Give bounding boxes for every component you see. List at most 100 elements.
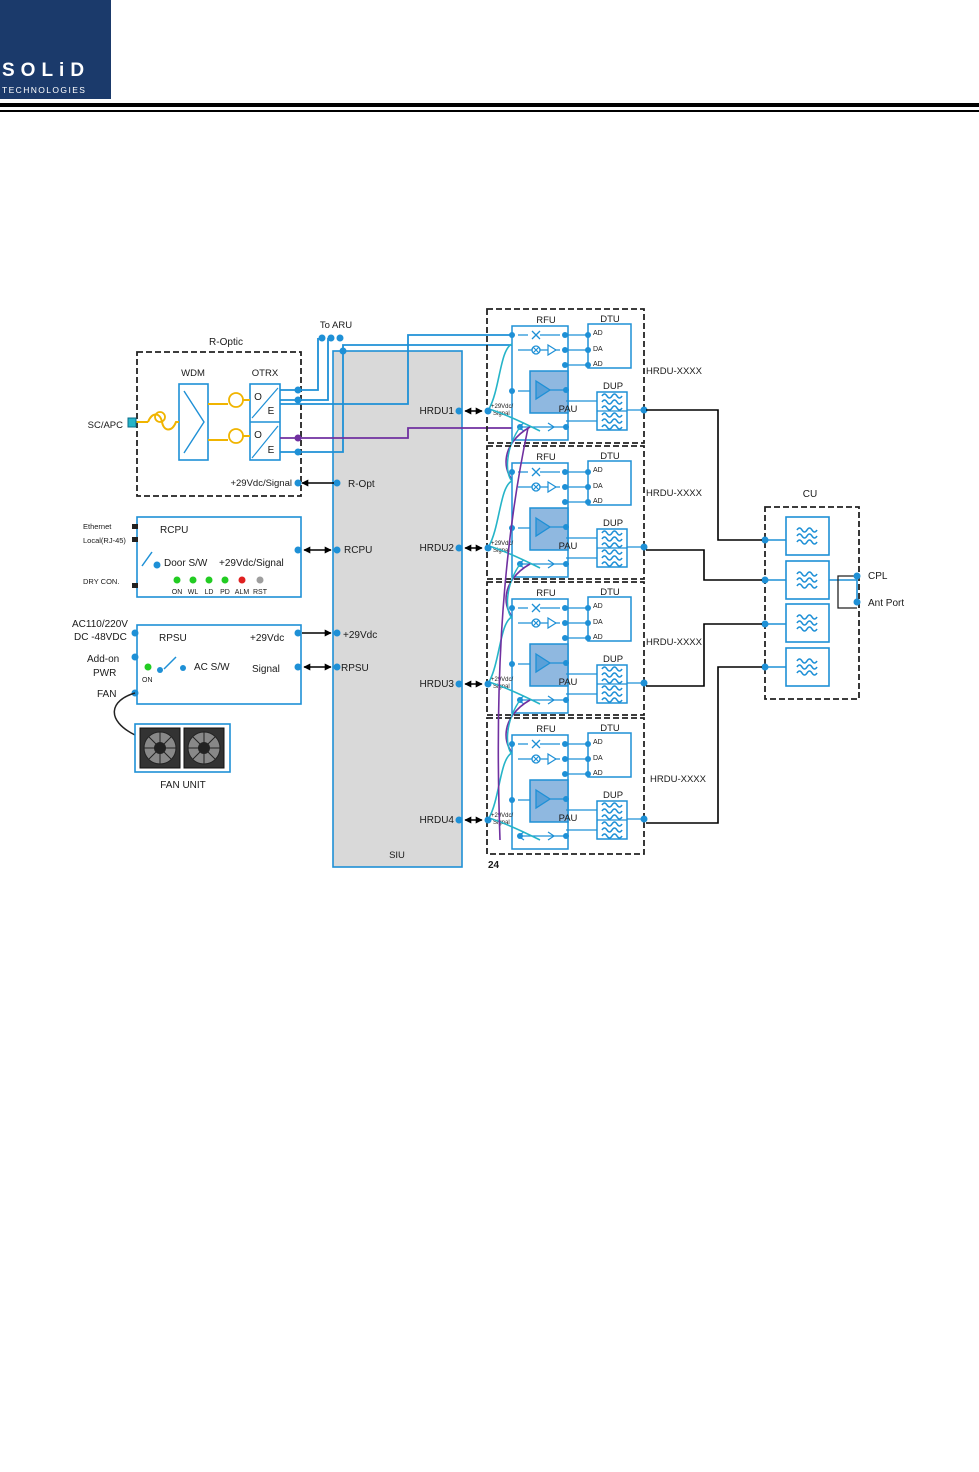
siu-block <box>332 350 463 868</box>
otrx-o-top: O <box>254 392 262 403</box>
logo-subtitle: TECHNOLOGIES <box>2 85 87 95</box>
led-label-on: ON <box>172 589 183 596</box>
dtu-box <box>587 596 632 642</box>
led-label-ld: LD <box>205 589 214 596</box>
siu-hrdu-port-label: HRDU1 <box>420 406 455 417</box>
dtu-ad-top: AD <box>593 330 603 337</box>
rfu-label: RFU <box>536 452 556 463</box>
dtu-da: DA <box>593 483 603 490</box>
rst-button <box>256 576 264 584</box>
rpsu-signal-label: Signal <box>252 664 280 675</box>
r-optic-title: R-Optic <box>209 337 243 348</box>
siu-plus29-label: +29Vdc <box>343 630 377 641</box>
optic-power-label: +29Vdc/Signal <box>230 478 292 489</box>
dup-label: DUP <box>603 518 623 529</box>
siu-rcpu-label: RCPU <box>344 545 372 556</box>
siu-hrdu-port-label: HRDU3 <box>420 679 455 690</box>
led-label-pd: PD <box>220 589 230 596</box>
led-label-alm: ALM <box>235 589 250 596</box>
unit-power-label: +29Vdc/ <box>491 404 514 410</box>
fan-unit <box>134 723 231 773</box>
pau-label: PAU <box>559 404 578 415</box>
rcpu-power-label: +29Vdc/Signal <box>219 558 284 569</box>
hrdu-name-label: HRDU-XXXX <box>646 488 703 499</box>
unit-power-label: +29Vdc/ <box>491 541 514 547</box>
dtu-ad-bottom: AD <box>593 634 603 641</box>
rpsu-title: RPSU <box>159 633 187 644</box>
logo-wordmark: SOLiD <box>2 60 91 81</box>
pau-label: PAU <box>559 541 578 552</box>
dtu-ad-top: AD <box>593 739 603 746</box>
dup-label: DUP <box>603 381 623 392</box>
siu-hrdu-port-label: HRDU2 <box>420 543 455 554</box>
hrdu-unit-1: RFUPAUDTUADDAADDUPHRDU-XXXX+29Vdc/Signal… <box>420 308 703 488</box>
dtu-box <box>587 323 632 369</box>
amp-icon <box>547 480 558 494</box>
rpsu-block: RPSU +29Vdc Signal AC110/220V DC -48VDC … <box>72 619 302 705</box>
hrdu-frame <box>486 717 645 855</box>
led-pd <box>221 576 229 584</box>
fan-label: FAN <box>97 689 116 700</box>
purple-control-line <box>497 427 529 841</box>
addon-label: Add-on <box>87 654 119 665</box>
dc-input-label: DC -48VDC <box>74 632 127 643</box>
sc-apc-label: SC/APC <box>88 420 124 431</box>
rfu-label: RFU <box>536 315 556 326</box>
hrdu-unit-4: RFUPAUDTUADDAADDUPHRDU-XXXX+29Vdc/Signal… <box>420 717 707 855</box>
ethernet-label: Ethernet <box>83 522 112 531</box>
dtu-box <box>587 732 632 778</box>
pwr-label: PWR <box>93 668 116 679</box>
rcpu-title: RCPU <box>160 525 188 536</box>
hrdu-frame <box>486 308 645 444</box>
pau-label: PAU <box>559 677 578 688</box>
otrx-label: OTRX <box>252 368 279 379</box>
ac-sw-label: AC S/W <box>194 662 230 673</box>
dtu-ad-bottom: AD <box>593 770 603 777</box>
siu-hrdu-port <box>455 544 463 552</box>
amp-icon <box>547 343 558 357</box>
dtu-label: DTU <box>600 587 620 598</box>
pau-amp-icon <box>535 516 552 538</box>
dtu-label: DTU <box>600 314 620 325</box>
dtu-da: DA <box>593 619 603 626</box>
rfu-label: RFU <box>536 724 556 735</box>
door-sw-label: Door S/W <box>164 558 208 569</box>
dtu-label: DTU <box>600 451 620 462</box>
rpsu-on-label: ON <box>142 677 153 684</box>
dry-con-label: DRY CON. <box>83 577 119 586</box>
local-label: Local(RJ-45) <box>83 536 126 545</box>
dtu-ad-top: AD <box>593 467 603 474</box>
dtu-ad-top: AD <box>593 603 603 610</box>
otrx-e-top: E <box>268 406 275 417</box>
hrdu-name-label: HRDU-XXXX <box>646 637 703 648</box>
attenuator-icon <box>518 330 560 340</box>
otrx-o-bottom: O <box>254 430 262 441</box>
dtu-ad-bottom: AD <box>593 361 603 368</box>
unit-power-label: +29Vdc/ <box>491 677 514 683</box>
pau-amp-icon <box>535 652 552 674</box>
hrdu-frame <box>486 445 645 580</box>
pau-amp-icon <box>535 788 552 810</box>
pau-label: PAU <box>559 813 578 824</box>
dtu-da: DA <box>593 755 603 762</box>
hrdu-unit-3: RFUPAUDTUADDAADDUPHRDU-XXXX+29Vdc/Signal… <box>420 581 703 761</box>
wdm-label: WDM <box>181 368 205 379</box>
hrdu-name-label: HRDU-XXXX <box>646 366 703 377</box>
dtu-ad-bottom: AD <box>593 498 603 505</box>
siu-rpsu-label: RPSU <box>341 663 369 674</box>
fan-unit-label: FAN UNIT <box>160 780 206 791</box>
ac-input-label: AC110/220V <box>72 619 128 630</box>
pau-amp-icon <box>535 379 552 401</box>
otrx-e-bottom: E <box>268 445 275 456</box>
siu-hrdu-port <box>455 407 463 415</box>
r-optic-block: R-Optic WDM OTRX O E O E SC/APC +29Vdc/S… <box>88 337 302 497</box>
dtu-label: DTU <box>600 723 620 734</box>
company-logo: SOLiD TECHNOLOGIES <box>0 0 111 99</box>
hrdu-name-label: HRDU-XXXX <box>650 774 707 785</box>
led-label-wl: WL <box>188 589 199 596</box>
dup-label: DUP <box>603 654 623 665</box>
cu-block: CU CPL Ant Port <box>761 489 904 700</box>
amp-icon <box>547 752 558 766</box>
attenuator-icon <box>518 467 560 477</box>
